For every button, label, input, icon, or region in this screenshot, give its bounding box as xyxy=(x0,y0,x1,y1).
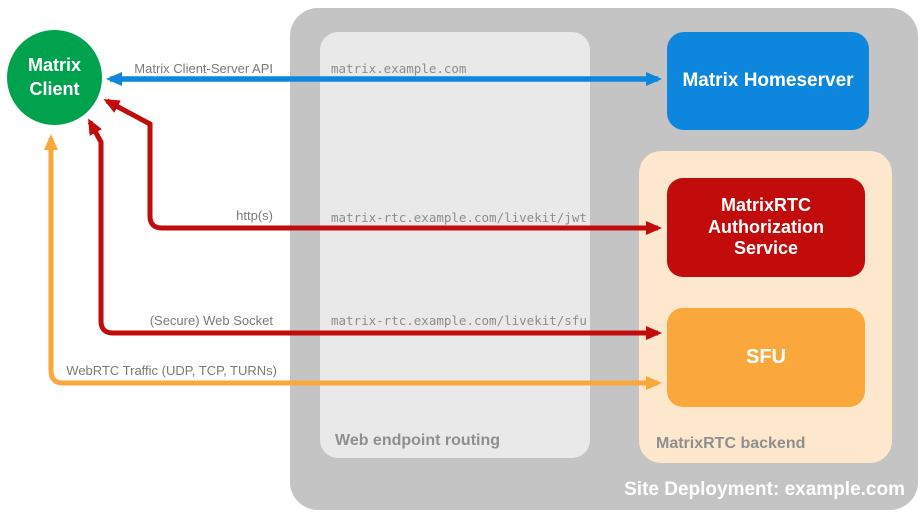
endpoint-url-sfu: matrix-rtc.example.com/livekit/sfu xyxy=(331,313,587,328)
site-deployment-title: Site Deployment: example.com xyxy=(624,479,905,500)
matrixrtc-backend-title: MatrixRTC backend xyxy=(656,435,806,452)
http-arrow-label: http(s) xyxy=(236,208,273,223)
sfu-node: SFU xyxy=(667,308,865,407)
webrtc-arrow-label: WebRTC Traffic (UDP, TCP, TURNs) xyxy=(66,363,277,378)
matrixrtc-backend-container: MatrixRTC Authorization Service SFU Matr… xyxy=(639,151,892,463)
site-deployment-container: Web endpoint routing Matrix Homeserver M… xyxy=(290,8,918,510)
matrix-homeserver-label: Matrix Homeserver xyxy=(682,70,854,91)
matrix-client-label: Matrix Client xyxy=(27,55,81,99)
auth-service-node: MatrixRTC Authorization Service xyxy=(667,178,865,277)
sfu-label: SFU xyxy=(746,346,786,368)
matrix-client-node: Matrix Client xyxy=(7,30,102,125)
endpoint-url-jwt: matrix-rtc.example.com/livekit/jwt xyxy=(331,210,587,225)
web-endpoint-routing-panel: Web endpoint routing xyxy=(320,32,590,458)
client-server-api-arrow-label: Matrix Client-Server API xyxy=(134,61,273,76)
web-endpoint-routing-title: Web endpoint routing xyxy=(335,432,501,449)
matrix-homeserver-node: Matrix Homeserver xyxy=(667,32,869,130)
websocket-arrow-label: (Secure) Web Socket xyxy=(149,313,273,328)
endpoint-url-homeserver: matrix.example.com xyxy=(331,61,467,76)
auth-service-label: MatrixRTC Authorization Service xyxy=(708,195,824,259)
